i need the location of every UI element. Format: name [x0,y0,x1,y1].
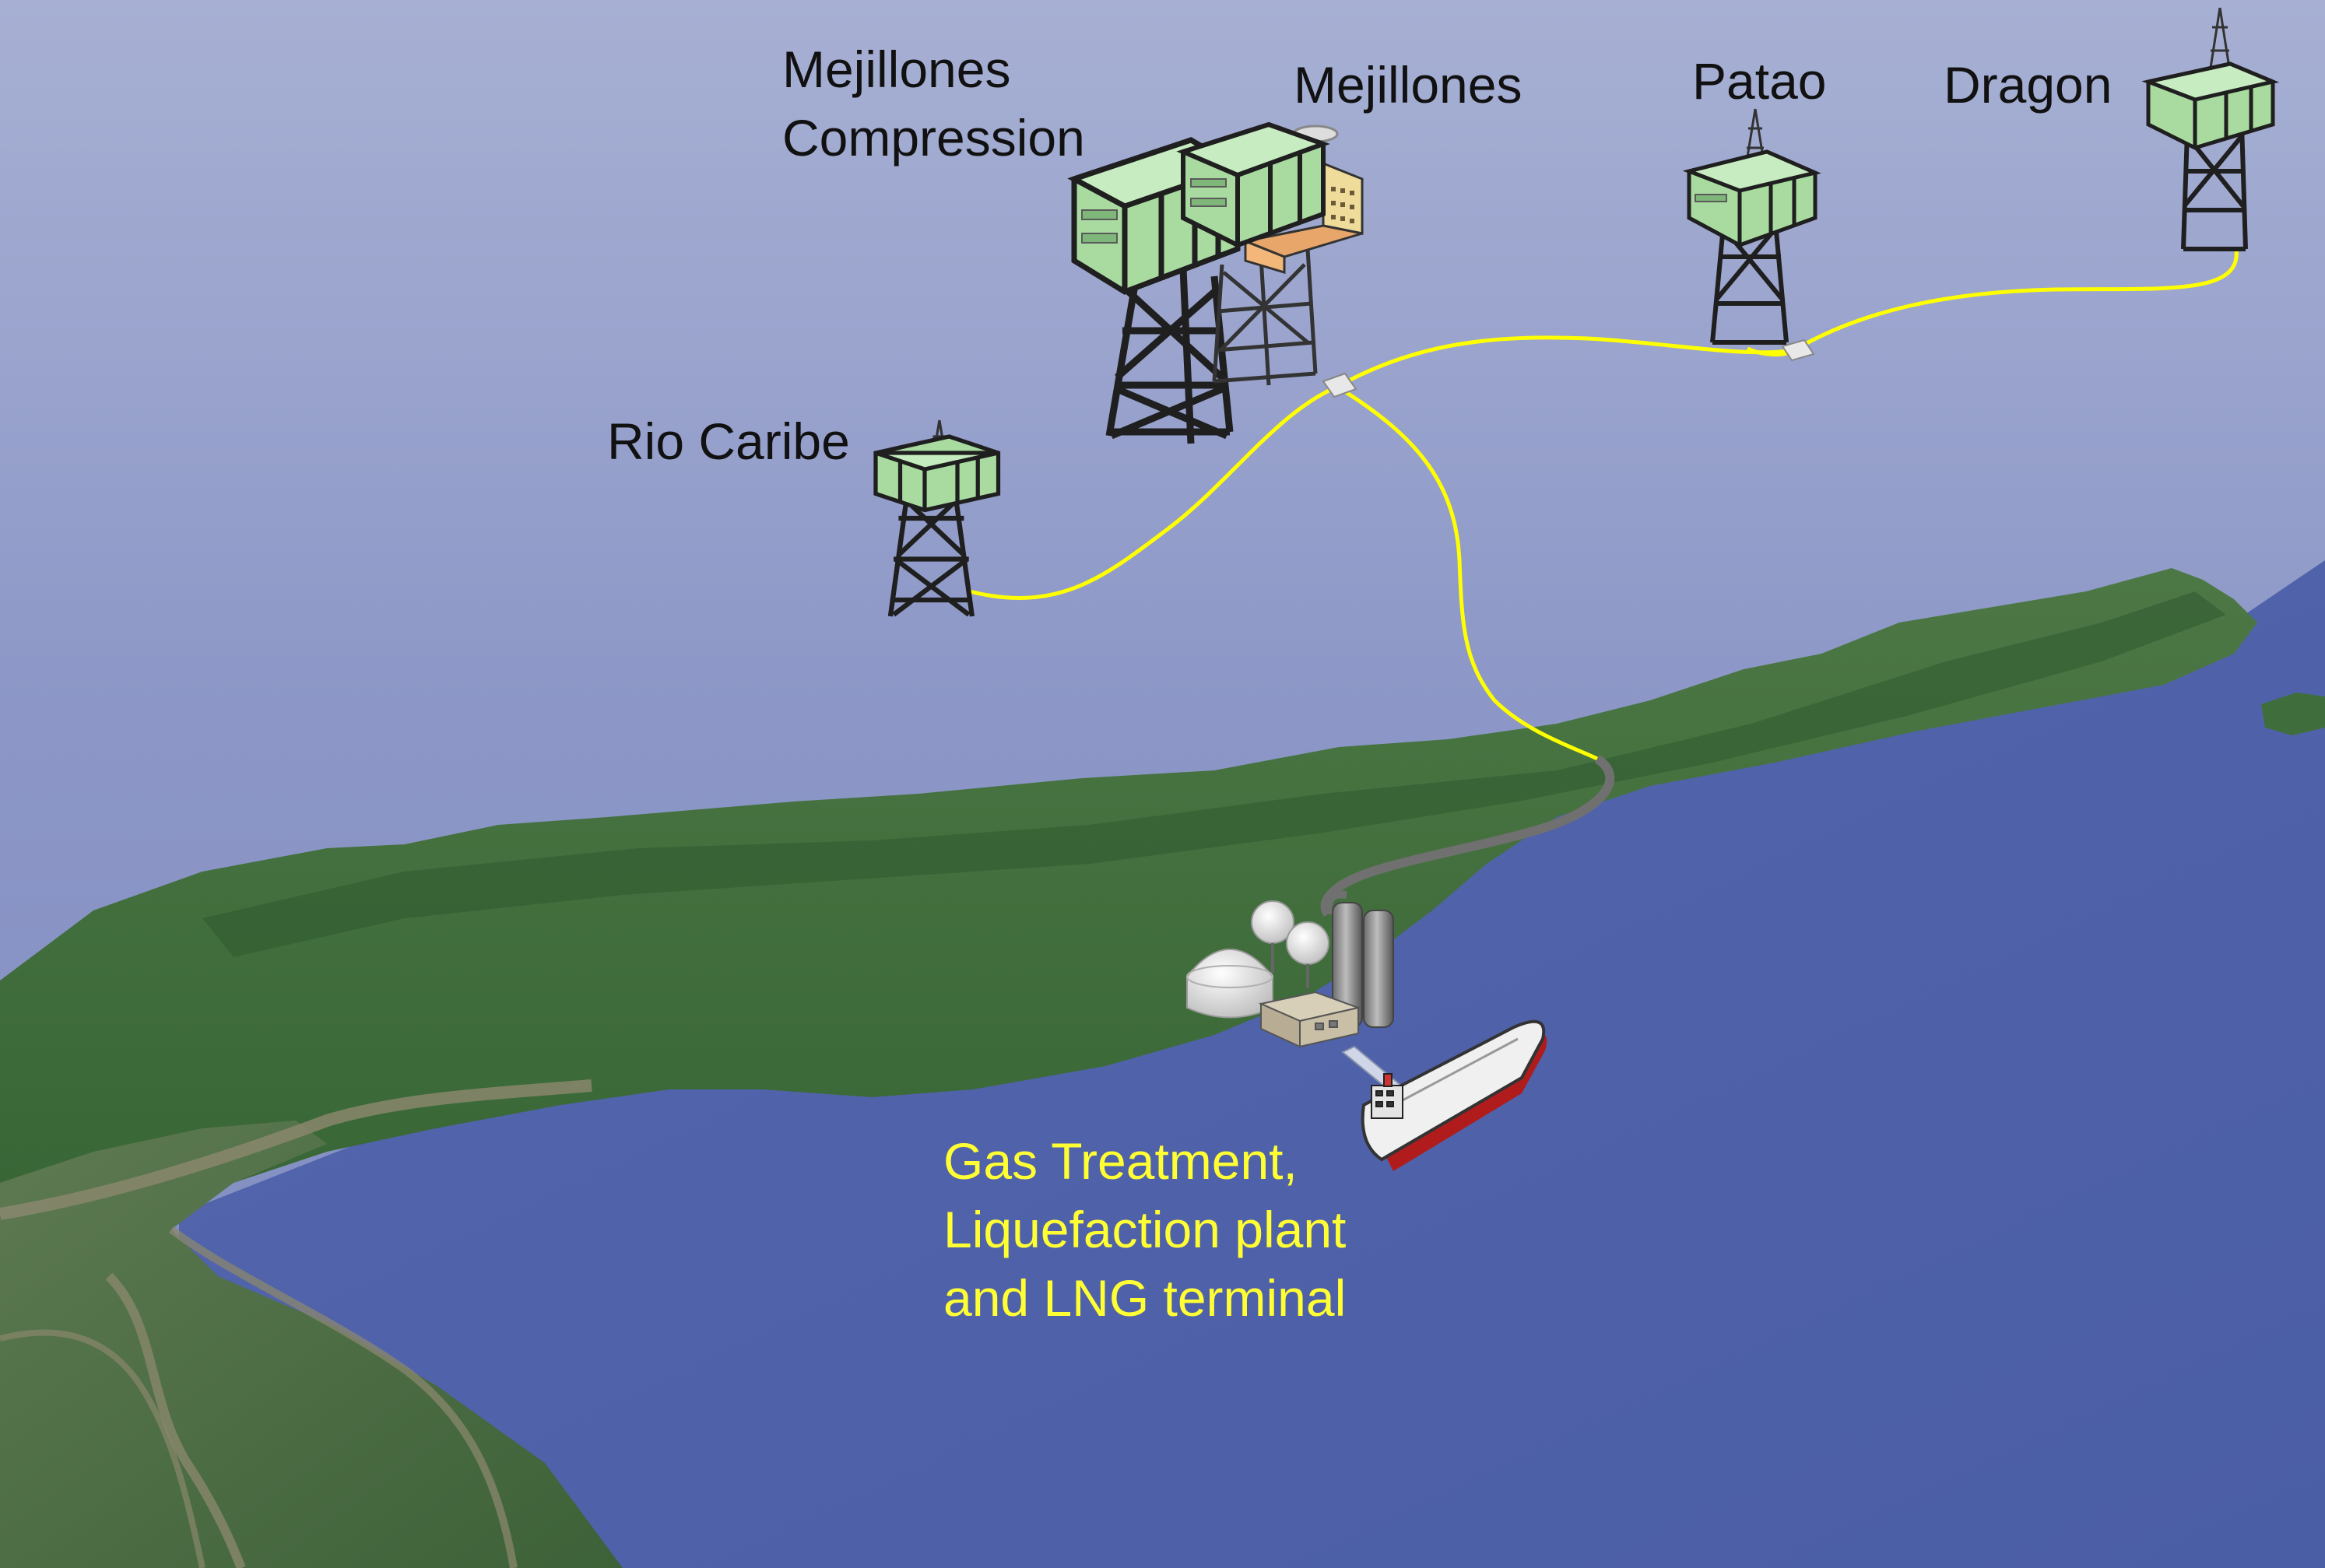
label-plant: Gas Treatment, Liquefaction plant and LN… [943,1127,1346,1332]
label-line: Mejillones [782,35,1085,103]
label-dragon: Dragon [1944,51,2112,119]
label-rio-caribe: Rio Caribe [607,407,850,475]
topside-module [876,437,999,510]
label-mejillones: Mejillones [1294,51,1522,119]
label-line: Gas Treatment, [943,1127,1346,1195]
label-line: Liquefaction plant [943,1195,1346,1264]
label-patao: Patao [1692,47,1826,115]
label-line: Compression [782,103,1085,172]
label-mejillones-compression: Mejillones Compression [782,35,1085,172]
label-line: and LNG terminal [943,1264,1346,1332]
